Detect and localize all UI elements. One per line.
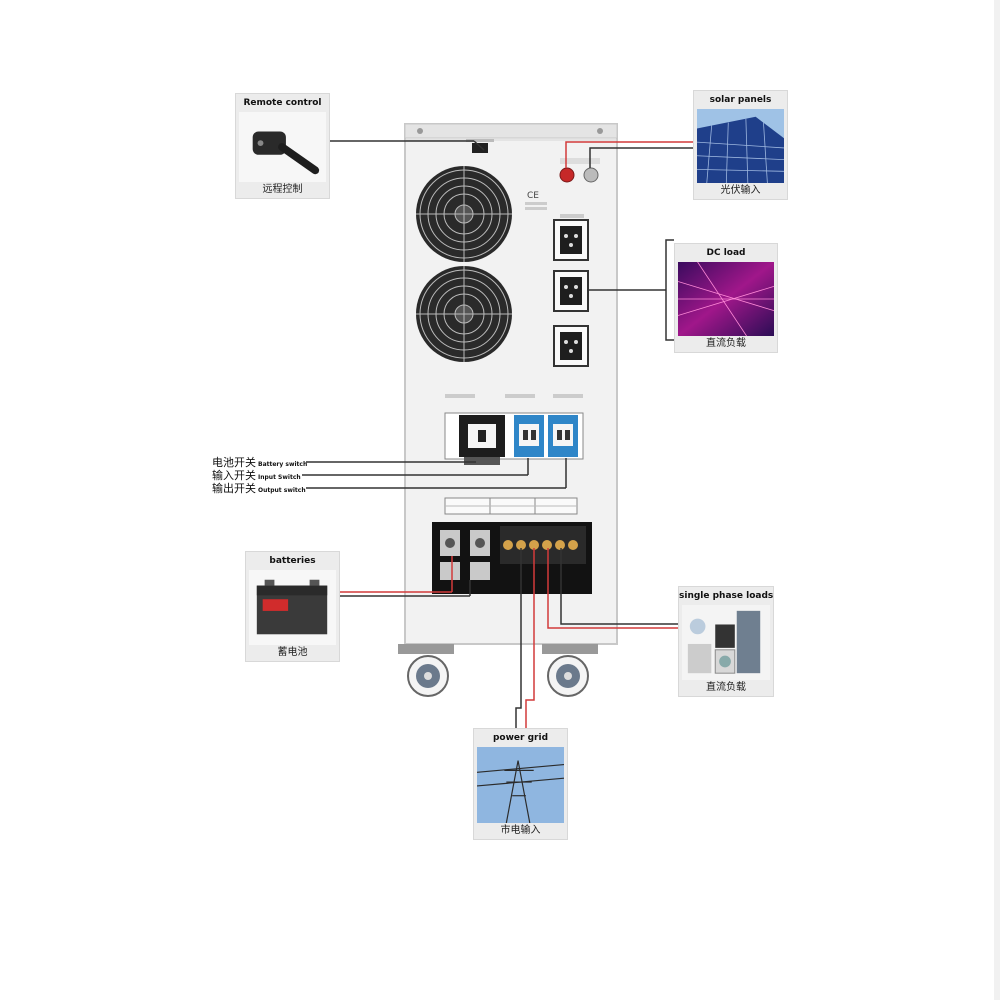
dc-load-image <box>678 262 774 336</box>
power-grid-title: power grid <box>492 733 549 743</box>
output-socket-3 <box>553 325 589 367</box>
solar-panels-image <box>697 109 784 183</box>
remote-control-image <box>239 112 326 182</box>
single-phase-loads-card: single phase loads 直流负载 <box>678 586 774 697</box>
dc-load-title: DC load <box>706 248 746 258</box>
wiring <box>302 140 693 728</box>
remote-control-card: Remote control 远程控制 <box>235 93 330 199</box>
battery-switch-label-zh: 电池开关 <box>212 456 256 469</box>
terminal-block <box>432 522 592 594</box>
caster-wheel-right <box>542 644 598 697</box>
output-breaker <box>548 415 578 457</box>
power-grid-card: power grid 市电输入 <box>473 728 568 840</box>
dc-load-caption: 直流负载 <box>706 338 746 349</box>
cooling-fan-top <box>416 166 512 262</box>
output-socket-2 <box>553 270 589 312</box>
output-switch-label-en: Output switch <box>258 487 306 494</box>
power-grid-image <box>477 747 564 823</box>
input-breaker <box>514 415 544 457</box>
single-phase-loads-caption: 直流负载 <box>706 682 746 693</box>
single-phase-loads-title: single phase loads <box>679 591 774 601</box>
output-socket-1 <box>553 219 589 261</box>
input-switch-label-zh: 输入开关 <box>212 469 256 482</box>
solar-panels-caption: 光伏输入 <box>720 185 761 196</box>
page-edge <box>994 0 1000 1000</box>
solar-panels-card: solar panels 光伏输入 <box>693 90 788 200</box>
remote-control-caption: 远程控制 <box>262 184 303 195</box>
svg-text:CE: CE <box>527 191 539 201</box>
single-phase-loads-image <box>682 605 770 680</box>
battery-breaker <box>459 415 505 465</box>
output-switch-label-zh: 输出开关 <box>212 482 256 495</box>
batteries-title: batteries <box>269 556 316 566</box>
input-switch-label-en: Input Switch <box>258 474 301 481</box>
batteries-image <box>249 570 336 645</box>
batteries-card: batteries 蓄电池 <box>245 551 340 662</box>
solar-panels-title: solar panels <box>709 95 772 105</box>
battery-switch-label-en: Battery switch <box>258 461 308 468</box>
power-grid-caption: 市电输入 <box>500 825 541 836</box>
cooling-fan-bottom <box>416 266 512 362</box>
dc-load-card: DC load 直流负载 <box>674 243 778 353</box>
batteries-caption: 蓄电池 <box>277 647 308 658</box>
remote-control-title: Remote control <box>243 98 322 108</box>
caster-wheel-left <box>398 644 454 697</box>
